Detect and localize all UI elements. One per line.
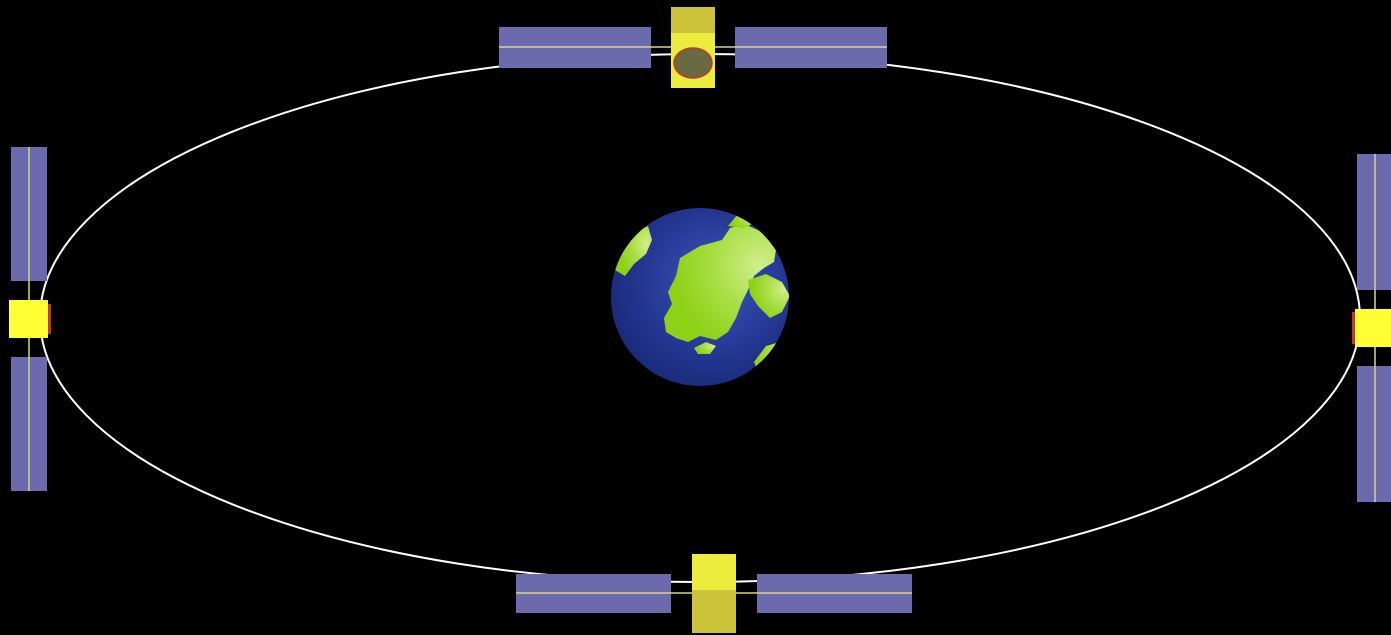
satellite-bottom-icon [516, 554, 912, 633]
sensor-dish [674, 48, 712, 78]
satellite-right-icon [1352, 154, 1391, 502]
earth-globe-icon [611, 208, 790, 386]
satellite-left-icon [9, 147, 51, 491]
satellite-top-icon [499, 7, 887, 88]
